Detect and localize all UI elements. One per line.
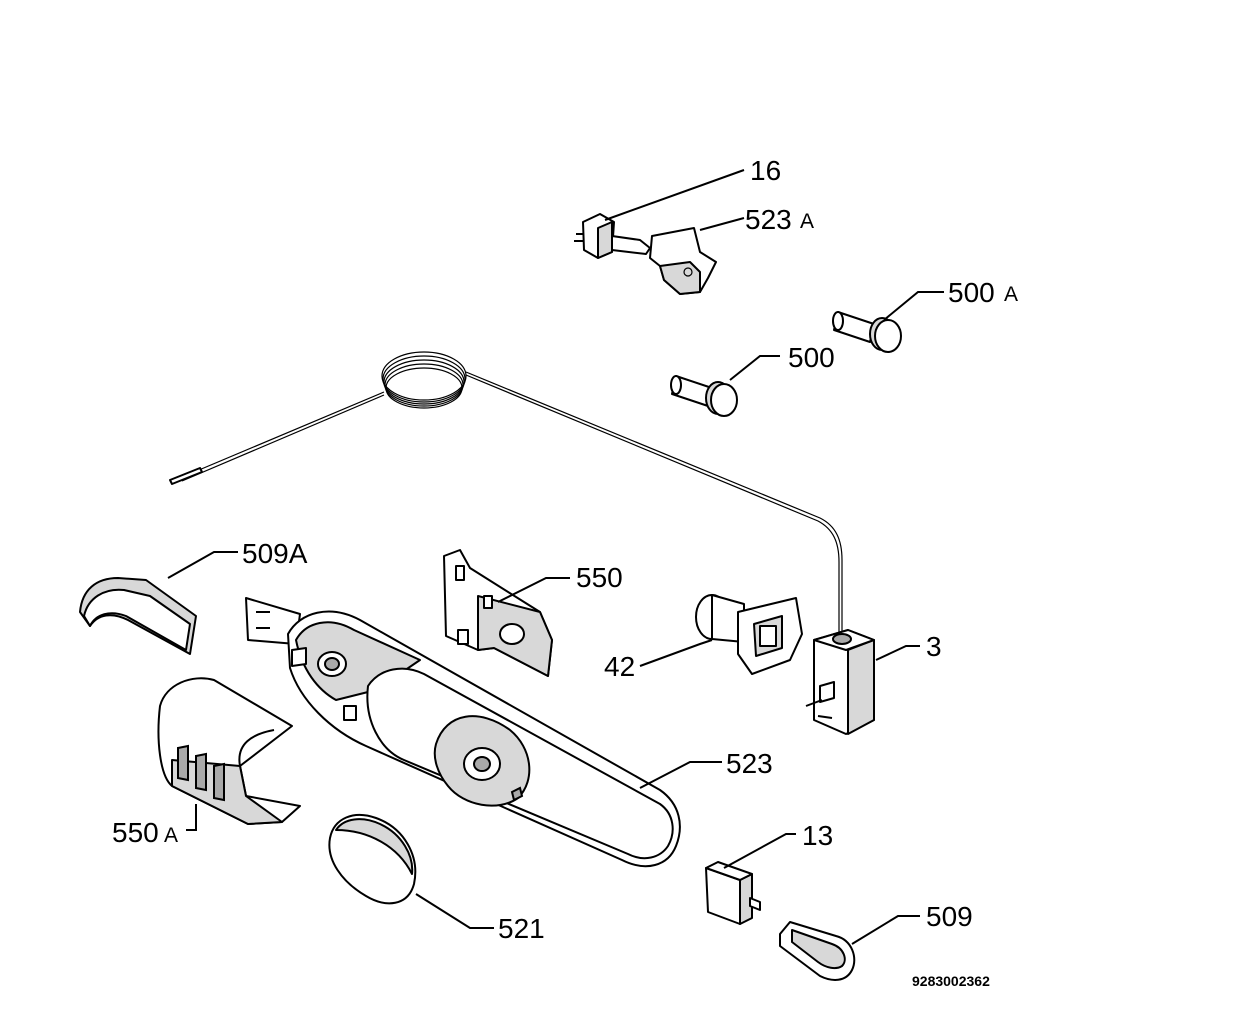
part-509-cap <box>779 921 856 981</box>
label-523: 523 <box>726 748 773 779</box>
part-550a-lamp-cover <box>157 677 301 825</box>
part-500-knob <box>670 375 738 417</box>
label-550a-suffix: A <box>164 824 178 847</box>
label-500: 500 <box>788 342 835 373</box>
part-13-switch <box>705 861 761 925</box>
part-550-bracket-plate <box>443 549 553 677</box>
part-labels: 16 523 A 500 A 500 509A 550 42 3 523 550… <box>112 155 1018 989</box>
label-550: 550 <box>576 562 623 593</box>
label-509: 509 <box>926 901 973 932</box>
part-16-switch <box>574 213 651 259</box>
part-509a-cap <box>79 577 197 655</box>
label-16: 16 <box>750 155 781 186</box>
part-523-housing <box>245 597 681 868</box>
part-521-lens <box>328 813 417 905</box>
label-500a: 500 <box>948 277 995 308</box>
label-523a: 523 <box>745 204 792 235</box>
capillary-tube <box>169 351 843 636</box>
label-500a-suffix: A <box>1004 283 1018 306</box>
part-500a-knob <box>832 311 902 353</box>
label-550a: 550 <box>112 817 159 848</box>
label-521: 521 <box>498 913 545 944</box>
drawing-number: 9283002362 <box>912 973 990 989</box>
label-42: 42 <box>604 651 635 682</box>
part-42-lamp-holder <box>695 594 803 675</box>
leader-lines <box>167 169 944 945</box>
label-509a: 509A <box>242 538 308 569</box>
part-523a-bracket <box>649 227 717 295</box>
part-3-thermostat <box>805 629 875 735</box>
label-3: 3 <box>926 631 942 662</box>
label-13: 13 <box>802 820 833 851</box>
label-523a-suffix: A <box>800 210 814 233</box>
